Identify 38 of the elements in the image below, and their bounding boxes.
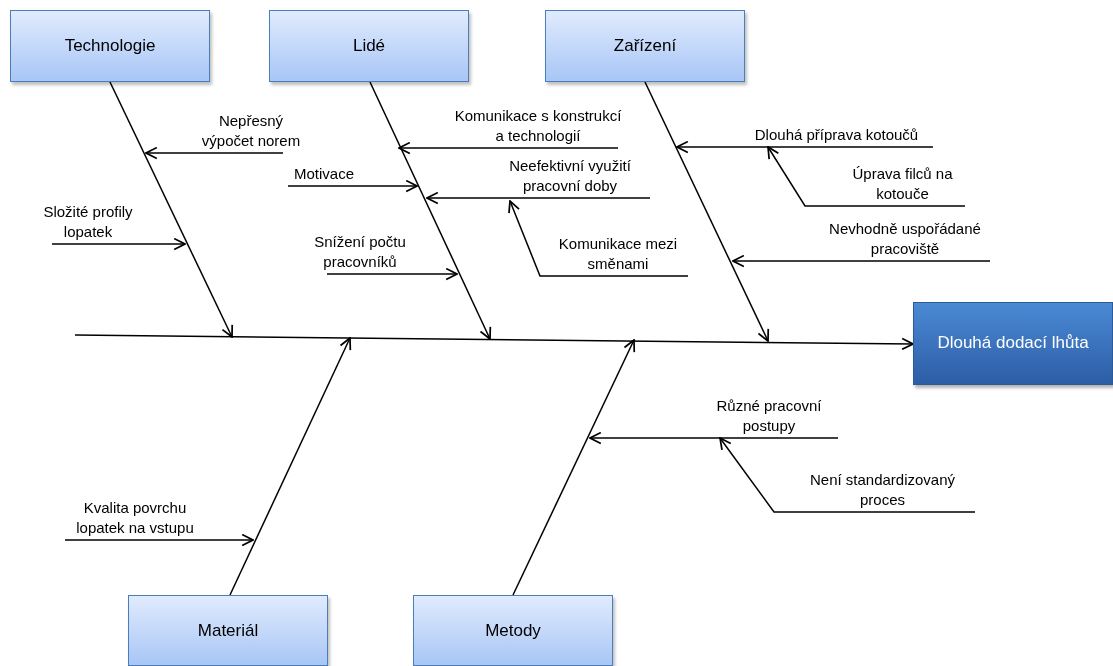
arrow	[64, 533, 254, 547]
cause-label: Kvalita povrchu lopatek na vstupu	[75, 498, 195, 538]
arrow	[51, 237, 186, 251]
cause-label: Neefektivní využití pracovní doby	[508, 156, 632, 196]
arrow	[589, 431, 839, 445]
arrow	[326, 267, 458, 281]
arrow	[398, 141, 619, 155]
arrow	[732, 254, 991, 268]
cause-label: Komunikace s konstrukcí a technologií	[453, 106, 623, 146]
cause-label: Různé pracovní postupy	[715, 396, 823, 436]
spine-arrow	[74, 334, 914, 351]
arrow	[644, 81, 770, 342]
arrow	[145, 146, 284, 160]
arrow	[719, 437, 976, 513]
cause-label: Komunikace mezi směnami	[557, 234, 679, 274]
cause-label: Nepřesný výpočet norem	[200, 111, 302, 151]
category-box: Lidé	[269, 10, 469, 82]
arrow	[676, 140, 934, 154]
category-box: Metody	[413, 595, 613, 666]
cause-label: Úprava filců na kotouče	[851, 164, 954, 204]
cause-label: Nevhodně uspořádané pracoviště	[828, 219, 982, 259]
arrow	[109, 81, 234, 338]
arrow	[369, 81, 492, 340]
cause-label: Není standardizovaný proces	[808, 470, 957, 510]
arrow	[508, 200, 689, 277]
arrow	[426, 191, 651, 205]
arrow	[287, 179, 418, 193]
cause-label: Snížení počtu pracovníků	[313, 232, 407, 272]
category-box: Zařízení	[545, 10, 745, 82]
category-box: Technologie	[10, 10, 210, 82]
arrow	[767, 146, 966, 207]
arrow	[512, 339, 636, 596]
category-box: Materiál	[128, 595, 328, 666]
effect-box: Dlouhá dodací lhůta	[913, 302, 1113, 385]
cause-label: Motivace	[293, 163, 355, 184]
arrow	[229, 337, 352, 596]
cause-label: Dlouhá příprava kotoučů	[753, 124, 920, 145]
cause-label: Složité profily lopatek	[42, 202, 134, 242]
